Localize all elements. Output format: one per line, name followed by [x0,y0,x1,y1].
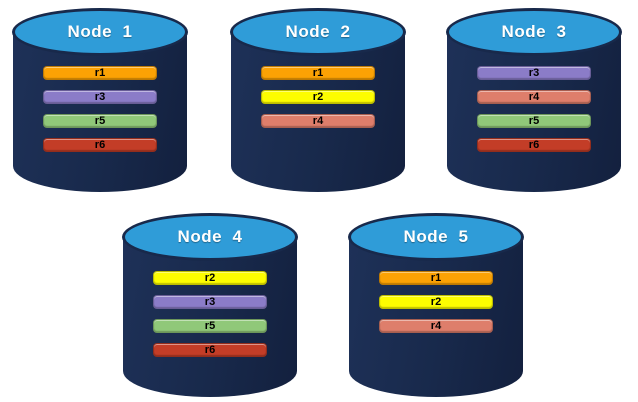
replica-bar-r2: r2 [153,271,267,285]
cylinder-top: Node 2 [230,8,406,56]
replica-bar-r5: r5 [477,114,591,128]
replica-bar-r4: r4 [477,90,591,104]
replica-list: r1 r2 r4 [230,66,406,128]
replica-bar-r2: r2 [379,295,493,309]
replica-bar-r3: r3 [43,90,157,104]
cylinder-body [231,32,405,192]
db-node-5: Node 5 r1 r2 r4 [348,213,524,397]
replica-bar-r6: r6 [153,343,267,357]
replica-bar-r5: r5 [43,114,157,128]
db-node-2: Node 2 r1 r2 r4 [230,8,406,192]
cylinder-top: Node 1 [12,8,188,56]
replica-bar-r1: r1 [43,66,157,80]
replica-bar-r5: r5 [153,319,267,333]
cylinder-body [447,32,621,192]
replica-bar-r4: r4 [261,114,375,128]
replica-list: r3 r4 r5 r6 [446,66,622,152]
cylinder-top: Node 5 [348,213,524,261]
replica-bar-r3: r3 [477,66,591,80]
cylinder-body [349,237,523,397]
replica-bar-r1: r1 [261,66,375,80]
node-title: Node 3 [501,22,567,41]
node-title: Node 5 [403,227,469,246]
cylinder-top: Node 4 [122,213,298,261]
cylinder-body [123,237,297,397]
db-node-4: Node 4 r2 r3 r5 r6 [122,213,298,397]
replica-bar-r2: r2 [261,90,375,104]
node-title: Node 1 [67,22,133,41]
cylinder-body [13,32,187,192]
replica-list: r1 r2 r4 [348,271,524,333]
db-node-3: Node 3 r3 r4 r5 r6 [446,8,622,192]
replica-bar-r3: r3 [153,295,267,309]
replica-list: r1 r3 r5 r6 [12,66,188,152]
node-title: Node 2 [285,22,351,41]
replica-bar-r1: r1 [379,271,493,285]
replica-list: r2 r3 r5 r6 [122,271,298,357]
db-node-1: Node 1 r1 r3 r5 r6 [12,8,188,192]
node-title: Node 4 [177,227,243,246]
replica-bar-r6: r6 [43,138,157,152]
replica-bar-r6: r6 [477,138,591,152]
cylinder-top: Node 3 [446,8,622,56]
replica-bar-r4: r4 [379,319,493,333]
